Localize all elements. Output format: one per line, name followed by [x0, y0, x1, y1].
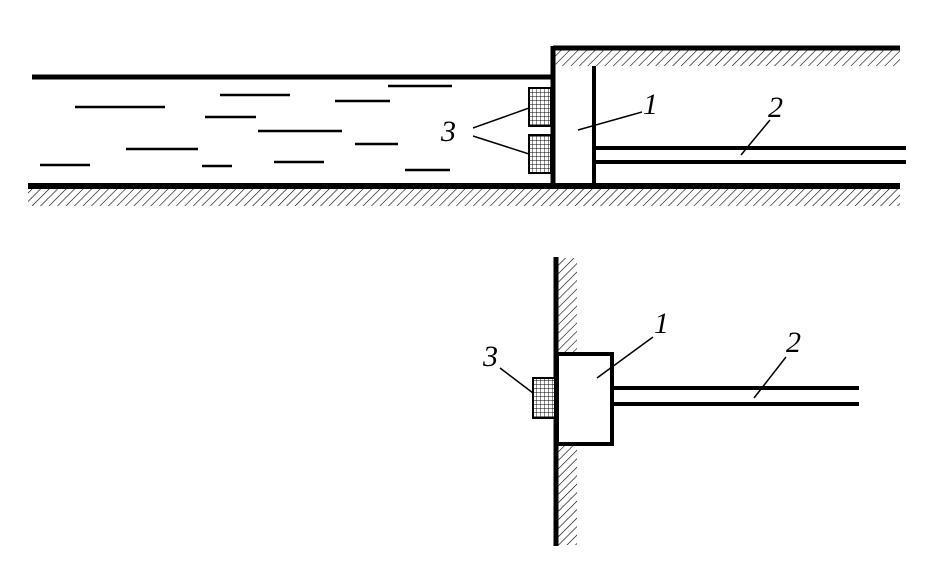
- liquid-surface-lines: [40, 84, 452, 172]
- ground-hatch: [28, 188, 900, 206]
- label-part-2: 2: [786, 326, 801, 359]
- leader-3-upper: [472, 107, 530, 129]
- sensor-block-upper: [528, 87, 552, 127]
- sensor-block-lower: [528, 134, 552, 174]
- label-part-1: 1: [654, 307, 669, 340]
- label-part-1: 1: [643, 88, 658, 121]
- label-part-2: 2: [768, 91, 783, 124]
- leader-2: [753, 356, 787, 399]
- plate-block: [555, 352, 614, 446]
- leader-1: [596, 336, 654, 379]
- leader-2: [740, 119, 771, 156]
- leader-3: [499, 367, 534, 394]
- bottom-view: 3 1 2: [482, 257, 859, 546]
- leader-1: [577, 111, 643, 131]
- top-view: 3 1 2: [28, 45, 906, 206]
- housing-top-hatch: [553, 50, 900, 66]
- label-part-3: 3: [482, 340, 498, 373]
- wall-hatch-upper: [557, 258, 577, 354]
- wall-hatch-lower: [557, 444, 577, 545]
- sensor-block: [532, 377, 556, 419]
- label-part-3: 3: [440, 115, 456, 148]
- leader-3-lower: [472, 135, 530, 155]
